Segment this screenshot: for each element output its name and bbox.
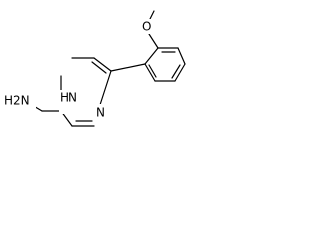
methoxy-oxygen-label: O bbox=[142, 20, 151, 34]
bond-benzene-6 bbox=[144, 47, 159, 65]
bond-benzene-5 bbox=[144, 63, 156, 82]
hydrazine-terminal-label: H2N bbox=[4, 94, 30, 108]
molecule-structure: O H N N H2N bbox=[2, 10, 186, 127]
label-masks bbox=[2, 19, 154, 119]
bond-pyrazine-5 bbox=[98, 70, 112, 109]
diagram-canvas: O H N N H2N bbox=[0, 0, 188, 157]
bond-benzene-double-3 bbox=[148, 64, 157, 78]
ring-nh-hydrogen-label: H bbox=[60, 91, 69, 105]
bond-benzene-3 bbox=[174, 63, 186, 82]
atom-label-layer: O H N N H2N bbox=[4, 20, 151, 120]
bond-benzene-2 bbox=[177, 47, 186, 65]
bond-pyrazine-double-1 bbox=[91, 61, 107, 74]
ring-nitrogen-label: N bbox=[96, 106, 105, 120]
bond-oxygen-aryl bbox=[148, 33, 159, 49]
bond-benzene-double-2 bbox=[171, 64, 181, 79]
bond-aryl-heteroaryl bbox=[110, 63, 146, 72]
bond-pyrazine-1 bbox=[93, 57, 112, 72]
ring-nh-nitrogen-label: N bbox=[68, 91, 77, 105]
